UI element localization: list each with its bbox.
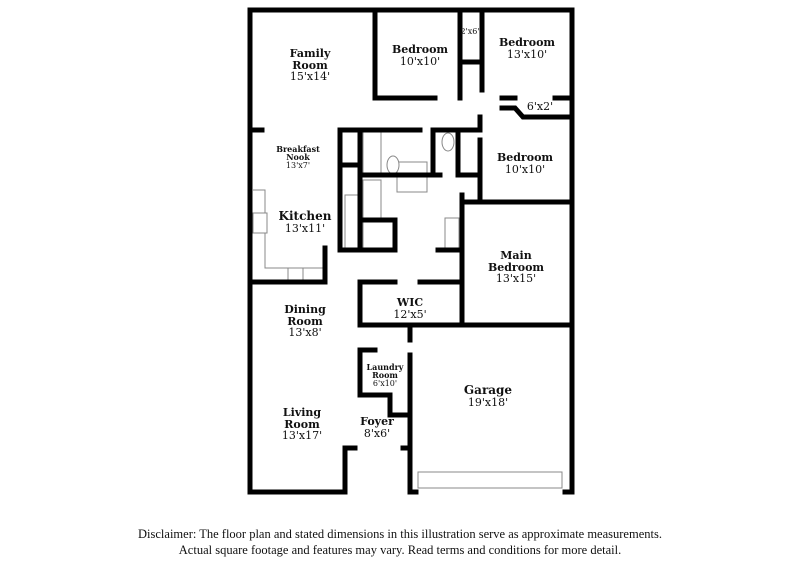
room-name: Garage (463, 383, 513, 397)
room-dims: 2'x6' (460, 27, 480, 36)
room-dims: 15'x14' (289, 70, 331, 84)
disclaimer-line-1: Disclaimer: The floor plan and stated di… (138, 527, 662, 541)
room-name: Room (287, 314, 323, 328)
room-name: Living (282, 406, 322, 419)
room-name: Foyer (360, 415, 394, 428)
room-name: Nook (286, 152, 310, 163)
counter (344, 194, 360, 251)
room-dims: 19'x18' (467, 395, 509, 409)
room-name: Laundry (366, 362, 404, 372)
room-dims: 13'x8' (288, 326, 322, 340)
room-name: Bedroom (487, 260, 545, 274)
room-dims: 13'x15' (495, 272, 537, 286)
room-name: Bedroom (498, 36, 556, 49)
room-dims: 13'x17' (281, 429, 323, 443)
room-dims: 13'x10' (506, 47, 548, 61)
kitchen-sink (252, 212, 268, 234)
room-dims: 6'x10' (372, 378, 398, 388)
room-closet-6x2: 6'x2' (527, 101, 553, 113)
disclaimer: Disclaimer: The floor plan and stated di… (0, 526, 800, 558)
room-name: Room (292, 58, 328, 72)
room-dims: 13'x7' (285, 160, 311, 170)
room-dims: 6'x2' (526, 100, 554, 113)
room-name: Room (372, 370, 398, 381)
toilet (386, 155, 400, 175)
room-name: Main (500, 249, 532, 262)
room-name: Dining (284, 303, 326, 316)
room-dims: 12'x5' (393, 307, 427, 321)
walls (247, 7, 575, 495)
room-name: Breakfast (276, 144, 320, 154)
room-dims: 8'x6' (363, 426, 391, 440)
disclaimer-line-2: Actual square footage and features may v… (178, 543, 622, 557)
room-name: Kitchen (278, 209, 332, 223)
room-name: Bedroom (496, 151, 554, 164)
garage-door (417, 471, 563, 489)
bathtub (362, 179, 382, 219)
room-closet-2x6: 2'x6' (460, 27, 480, 36)
room-dims: 10'x10' (399, 54, 441, 68)
sink-vanity (444, 217, 460, 249)
toilet (441, 132, 455, 152)
shower (362, 221, 397, 249)
room-name: WIC (396, 296, 424, 309)
room-dims: 13'x11' (284, 221, 326, 235)
room-dims: 10'x10' (504, 162, 546, 176)
room-name: Room (284, 417, 320, 431)
room-name: Bedroom (391, 43, 449, 56)
room-name: Family (289, 47, 331, 60)
bathtub (362, 131, 382, 175)
